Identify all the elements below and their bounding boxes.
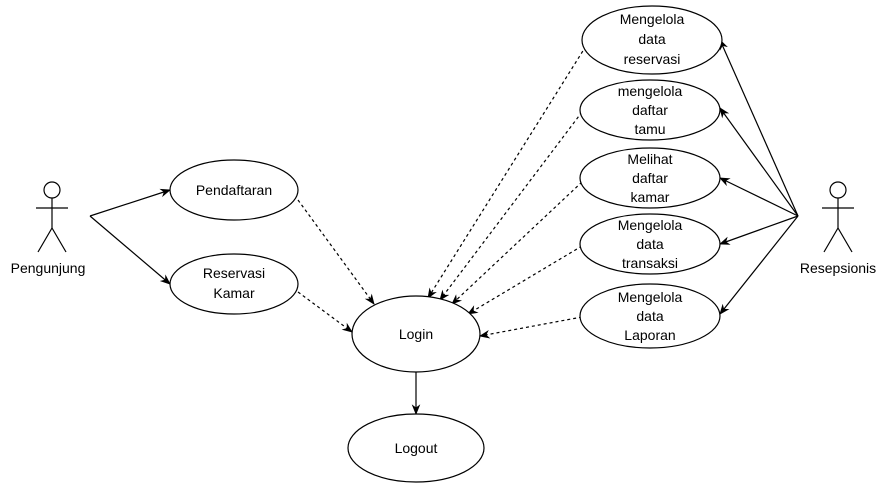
actor-resepsionis: Resepsionis <box>800 181 876 276</box>
edge-pendaftaran-login <box>297 199 375 305</box>
usecase-melihat-kamar-line1: Melihat <box>627 151 672 167</box>
usecase-login: Login <box>351 295 481 373</box>
usecase-pendaftaran: Pendaftaran <box>169 159 299 221</box>
usecase-reservasi-kamar: Reservasi Kamar <box>169 253 299 315</box>
usecase-melihat-kamar-line3: kamar <box>631 189 670 205</box>
actor-pengunjung-label: Pengunjung <box>11 260 86 276</box>
usecase-mengelola-reservasi-line1: Mengelola <box>620 11 685 27</box>
usecase-mengelola-transaksi-line3: transaksi <box>622 255 678 271</box>
edge-pengunjung-reservasi <box>89 215 171 285</box>
usecase-pendaftaran-label: Pendaftaran <box>196 182 272 198</box>
usecase-reservasi-kamar-line2: Kamar <box>213 285 255 301</box>
usecase-mengelola-transaksi-line2: data <box>636 236 663 252</box>
relations <box>89 39 799 416</box>
edge-resepsionis-tamu <box>719 107 799 217</box>
usecase-mengelola-tamu-line2: daftar <box>632 102 668 118</box>
actor-head-icon <box>829 181 847 199</box>
usecase-mengelola-tamu: mengelola daftar tamu <box>579 79 721 141</box>
usecase-mengelola-laporan: Mengelola data Laporan <box>579 283 721 349</box>
usecase-melihat-kamar: Melihat daftar kamar <box>579 147 721 209</box>
edge-resepsionis-transaksi <box>718 215 799 245</box>
usecase-mengelola-tamu-line3: tamu <box>634 121 665 137</box>
usecase-logout-label: Logout <box>395 440 438 456</box>
actor-resepsionis-label: Resepsionis <box>800 260 876 276</box>
usecase-mengelola-transaksi-line1: Mengelola <box>618 217 683 233</box>
edge-tamu-login <box>439 111 583 301</box>
edge-pengunjung-pendaftaran <box>89 188 172 217</box>
usecase-mengelola-laporan-line1: Mengelola <box>618 289 683 305</box>
edge-laporan-login <box>478 316 583 339</box>
usecase-mengelola-transaksi: Mengelola data transaksi <box>579 213 721 275</box>
edge-kamar-login <box>451 181 583 305</box>
edge-resepsionis-reservasi <box>719 39 799 217</box>
usecase-logout: Logout <box>347 413 485 483</box>
usecase-mengelola-reservasi-line3: reservasi <box>624 51 681 67</box>
usecase-mengelola-tamu-line1: mengelola <box>618 83 683 99</box>
edge-reservasi-login <box>297 291 353 333</box>
usecase-mengelola-reservasi-line2: data <box>638 31 665 47</box>
edge-resepsionis-laporan <box>719 215 799 315</box>
edge-transaksi-login <box>467 245 583 315</box>
actor-head-icon <box>43 181 61 199</box>
usecase-mengelola-laporan-line2: data <box>636 308 663 324</box>
usecase-reservasi-kamar-line1: Reservasi <box>203 265 265 281</box>
usecase-melihat-kamar-line2: daftar <box>632 170 668 186</box>
usecase-mengelola-laporan-line3: Laporan <box>624 327 675 343</box>
usecase-mengelola-reservasi: Mengelola data reservasi <box>581 5 723 75</box>
usecase-login-label: Login <box>399 326 433 342</box>
edge-reservasi-data-login <box>427 45 587 299</box>
actor-pengunjung: Pengunjung <box>11 181 86 276</box>
edge-resepsionis-kamar <box>719 177 799 217</box>
